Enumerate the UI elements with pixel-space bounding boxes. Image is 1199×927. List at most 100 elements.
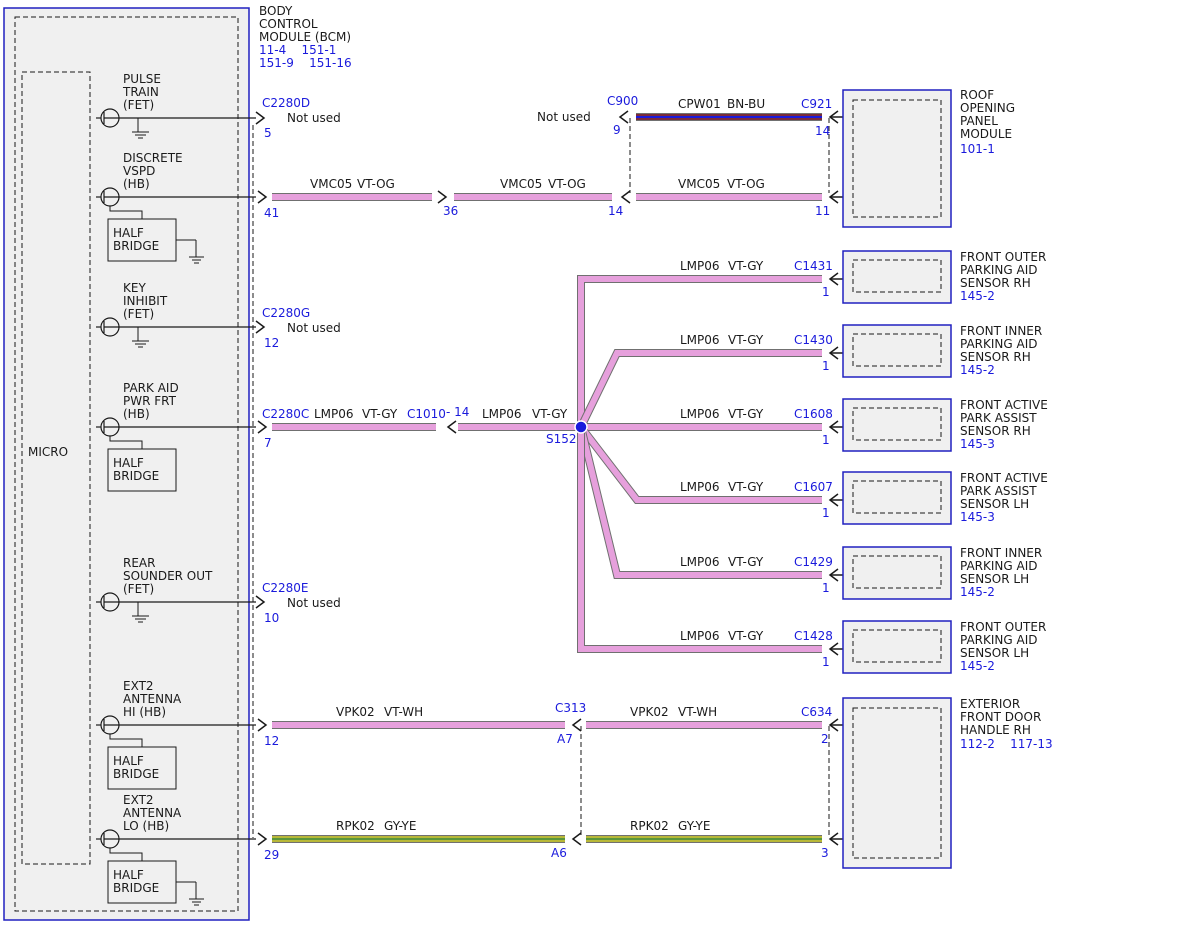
- bcm-output-circuits: PULSETRAIN(FET)DISCRETEVSPD(HB)HALFBRIDG…: [96, 72, 256, 906]
- lmp-color-1: VT-GY: [362, 407, 398, 421]
- c2280g-pin: 12: [264, 336, 279, 350]
- bcm-output-label-line: (HB): [123, 177, 150, 191]
- arrow-c2280e-10: [255, 595, 266, 609]
- sensor-pin-label: 1: [822, 359, 830, 373]
- bcm-output-label-line: TRAIN: [122, 85, 159, 99]
- sensor-ref: 145-3: [960, 510, 995, 524]
- sensor-module-box: [842, 398, 952, 452]
- bcm-output-label-line: REAR: [123, 556, 155, 570]
- arrow-c2280-41: [257, 190, 268, 204]
- not-used-c2280e: Not used: [287, 596, 341, 610]
- rpk-wire-2: RPK02: [630, 819, 669, 833]
- sensor-wire-color: VT-GY: [728, 259, 764, 273]
- sensor-name-line: FRONT OUTER: [960, 620, 1046, 634]
- c634-label: C634: [801, 705, 832, 719]
- bcm-output-label-line: KEY: [123, 281, 146, 295]
- arrow-c2280d-5: [255, 111, 266, 125]
- roof-name-3: PANEL: [960, 114, 998, 128]
- vmc-wire-1: VMC05: [310, 177, 352, 191]
- door-name-1: EXTERIOR: [960, 697, 1020, 711]
- sensor-wire-label: LMP06: [680, 480, 720, 494]
- sensor-name-line: FRONT ACTIVE: [960, 398, 1048, 412]
- wire-lmp06-branch-1: [577, 275, 822, 427]
- half-bridge-label-2: BRIDGE: [113, 881, 159, 895]
- half-bridge-label-2: BRIDGE: [113, 767, 159, 781]
- half-bridge-label-1: HALF: [113, 226, 144, 240]
- sensor-name-line: FRONT ACTIVE: [960, 471, 1048, 485]
- bcm-output-label-line: EXT2: [123, 793, 154, 807]
- sensor-name-line: SENSOR LH: [960, 497, 1029, 511]
- c634-pin-3: 3: [821, 846, 829, 860]
- sensor-module-box: [842, 471, 952, 525]
- bcm-output-label-line: PARK AID: [123, 381, 179, 395]
- bcm-output-label-line: DISCRETE: [123, 151, 183, 165]
- sensor-module-box: [842, 250, 952, 304]
- bcm-output-label-line: INHIBIT: [123, 294, 168, 308]
- c2280c-pin: 7: [264, 436, 272, 450]
- sensor-connector-label: C1431: [794, 259, 833, 273]
- exterior-front-door-handle-rh: EXTERIOR FRONT DOOR HANDLE RH 112-2 117-…: [842, 697, 1053, 869]
- c921-pin: 14: [815, 124, 830, 138]
- vmc-color-3: VT-OG: [727, 177, 765, 191]
- c921-label: C921: [801, 97, 832, 111]
- sensor-ref: 145-2: [960, 289, 995, 303]
- not-used-c900: Not used: [537, 110, 591, 124]
- connector-labels: C2280D 5 Not used C2280G 12 Not used C22…: [262, 94, 832, 862]
- sensor-module-box: [842, 324, 952, 378]
- c2280g-label: C2280G: [262, 306, 310, 320]
- vpk-color-2: VT-WH: [678, 705, 717, 719]
- sensor-module-box: [842, 546, 952, 600]
- vmc-color-1: VT-OG: [357, 177, 395, 191]
- sensor-connector-label: C1429: [794, 555, 833, 569]
- vmc-pin-41: 41: [264, 206, 279, 220]
- vpk-wire-2: VPK02: [630, 705, 669, 719]
- door-refs: 112-2 117-13: [960, 737, 1053, 751]
- sensor-name-line: SENSOR RH: [960, 276, 1031, 290]
- cpw-wire: CPW01: [678, 97, 721, 111]
- rpk-color-1: GY-YE: [384, 819, 416, 833]
- micro-box: [21, 71, 91, 865]
- bcm-output-label-line: ANTENNA: [123, 692, 182, 706]
- half-bridge-label-1: HALF: [113, 868, 144, 882]
- half-bridge-label-2: BRIDGE: [113, 239, 159, 253]
- door-name-3: HANDLE RH: [960, 723, 1031, 737]
- splice-s152-dot: [574, 420, 588, 434]
- bcm-name-line-1: BODY: [259, 4, 293, 18]
- sensor-name-line: PARKING AID: [960, 337, 1038, 351]
- sensor-name-line: FRONT INNER: [960, 324, 1042, 338]
- bcm-output-label-line: (FET): [123, 98, 154, 112]
- roof-name-1: ROOF: [960, 88, 994, 102]
- ground-icon: [189, 256, 204, 264]
- wire-lmp06-branch-6: [577, 427, 822, 653]
- half-bridge-label-1: HALF: [113, 456, 144, 470]
- not-used-c2280g: Not used: [287, 321, 341, 335]
- sensor-wire-label: LMP06: [680, 555, 720, 569]
- connector-arrows: [255, 110, 846, 846]
- c313-label: C313: [555, 701, 586, 715]
- vmc-wire-3: VMC05: [678, 177, 720, 191]
- sensor-wire-label: LMP06: [680, 629, 720, 643]
- sensor-name-line: PARKING AID: [960, 633, 1038, 647]
- arrow-c900-9: [618, 110, 629, 124]
- sensor-wire-color: VT-GY: [728, 333, 764, 347]
- c313-a7: A7: [557, 732, 573, 746]
- ground-icon: [132, 615, 149, 623]
- bcm-name-line-2: CONTROL: [259, 17, 318, 31]
- c2280e-label: C2280E: [262, 581, 309, 595]
- half-bridge-label-1: HALF: [113, 754, 144, 768]
- sensor-connector-label: C1428: [794, 629, 833, 643]
- bcm-output-label-line: (FET): [123, 582, 154, 596]
- wires: [272, 113, 822, 843]
- arrow-36: [437, 190, 448, 204]
- wire-lmp06-branch-4: [577, 424, 822, 504]
- s152-label: S152: [546, 432, 577, 446]
